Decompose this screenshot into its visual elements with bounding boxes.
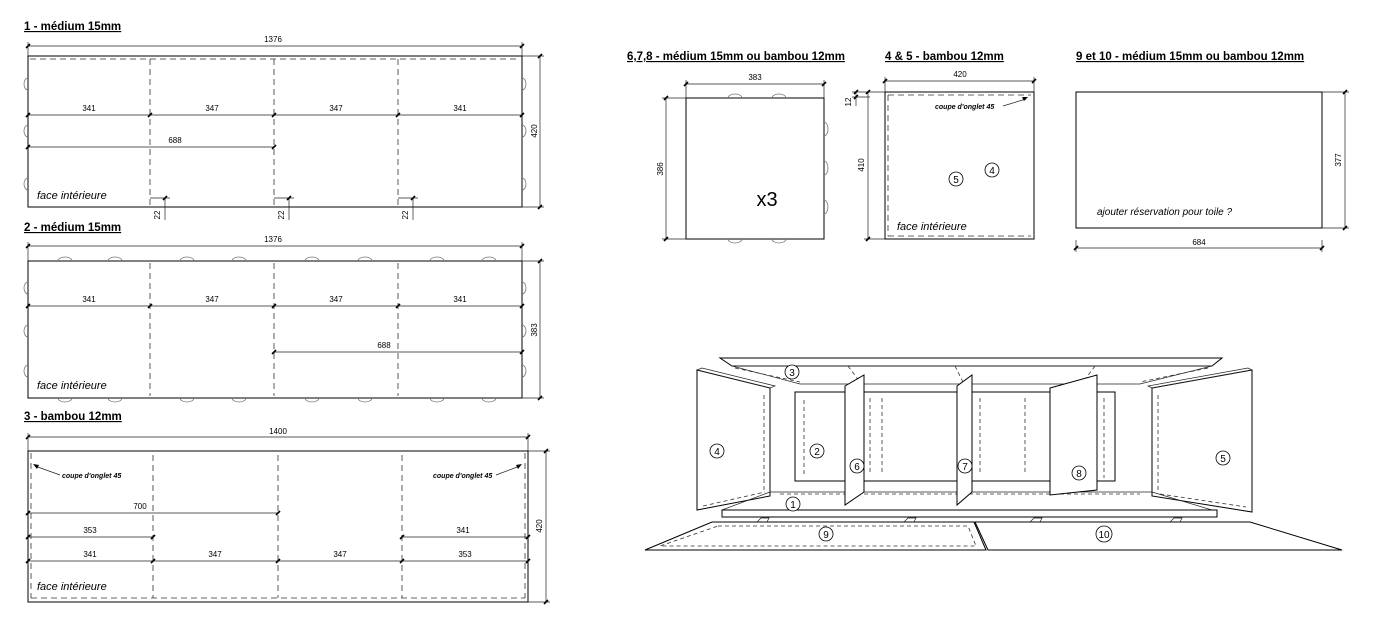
assembly-callout-5-label: 5 — [1220, 454, 1226, 465]
part-2-seg-2: 347 — [205, 295, 219, 304]
assembly-exploded-view: 1 2 3 4 5 6 7 8 9 10 — [644, 357, 1343, 551]
part-45-callout-5-label: 5 — [953, 175, 959, 186]
assembly-panel-10 — [974, 521, 1343, 551]
assembly-callout-2-label: 2 — [814, 447, 820, 458]
part-45-title: 4 & 5 - bambou 12mm — [885, 51, 1004, 63]
part-3-title: 3 - bambou 12mm — [24, 411, 122, 423]
assembly-panel-3-edge — [718, 357, 1224, 367]
part-45-width-label: 420 — [953, 70, 967, 79]
part-678-height-label: 386 — [656, 162, 665, 176]
part-3-note-left: coupe d'onglet 45 — [62, 473, 121, 480]
part-2-seg-1: 341 — [82, 295, 96, 304]
part-45-drawing: 4 & 5 - bambou 12mm 420 coupe d'onglet 4… — [844, 51, 1037, 242]
part-45-outline — [884, 91, 1035, 240]
part-678-drawing: 6,7,8 - médium 15mm ou bambou 12mm 383 3… — [627, 51, 845, 244]
part-45-offset-label: 12 — [844, 97, 853, 106]
assembly-panel-4 — [696, 369, 771, 511]
part-2-seg-3: 347 — [329, 295, 343, 304]
part-910-title: 9 et 10 - médium 15mm ou bambou 12mm — [1076, 51, 1304, 63]
part-3-height-label: 420 — [535, 519, 544, 533]
part-45-callout-5 — [948, 171, 964, 187]
part-3-seg-2: 347 — [208, 550, 222, 559]
part-2-height-label: 383 — [530, 323, 539, 337]
assembly-panel-9 — [644, 521, 987, 551]
part-678-title: 6,7,8 - médium 15mm ou bambou 12mm — [627, 51, 845, 63]
part-3-seg-1: 341 — [83, 550, 97, 559]
part-2-partial-dim: 688 — [377, 341, 391, 350]
part-3-face-label: face intérieure — [37, 581, 107, 593]
part-1-notch-1: 22 — [153, 210, 162, 219]
part-1-partial-dim: 688 — [168, 136, 182, 145]
assembly-callout-2 — [809, 443, 825, 459]
part-3-seg-4: 353 — [458, 550, 472, 559]
part-2-drawing: 2 - médium 15mm 1376 341 347 347 341 688… — [23, 222, 544, 403]
assembly-callout-1-label: 1 — [790, 500, 796, 511]
assembly-panel-1 — [721, 509, 1218, 518]
assembly-callout-5 — [1215, 450, 1231, 466]
part-1-seg-4: 341 — [453, 104, 467, 113]
assembly-callout-10 — [1095, 525, 1113, 543]
part-45-height-label: 410 — [857, 158, 866, 172]
assembly-callout-8-label: 8 — [1076, 469, 1082, 480]
part-3-outline — [27, 450, 529, 603]
assembly-callout-6-label: 6 — [854, 462, 860, 473]
part-2-outline — [27, 260, 523, 399]
assembly-callout-10-label: 10 — [1098, 530, 1110, 541]
assembly-callout-9-label: 9 — [823, 530, 829, 541]
assembly-callout-1 — [785, 496, 801, 512]
part-1-title: 1 - médium 15mm — [24, 21, 121, 33]
part-678-quantity: x3 — [756, 189, 777, 211]
assembly-panel-7 — [956, 374, 973, 507]
assembly-callout-3 — [784, 364, 800, 380]
part-1-height-label: 420 — [530, 124, 539, 138]
assembly-callout-9 — [818, 526, 834, 542]
part-910-outline — [1075, 91, 1323, 229]
part-2-seg-4: 341 — [453, 295, 467, 304]
part-1-outline — [27, 55, 523, 208]
part-1-seg-3: 347 — [329, 104, 343, 113]
part-1-seg-1: 341 — [82, 104, 96, 113]
part-3-drawing: 3 - bambou 12mm 1400 coupe d'onglet 45 c… — [24, 411, 550, 605]
part-1-notch-2: 22 — [277, 210, 286, 219]
part-45-callout-4-label: 4 — [989, 166, 995, 177]
assembly-panel-5 — [1151, 369, 1253, 513]
part-910-width-label: 684 — [1192, 238, 1206, 247]
part-1-width-label: 1376 — [264, 35, 282, 44]
part-1-notch-3: 22 — [401, 210, 410, 219]
part-1-seg-2: 347 — [205, 104, 219, 113]
part-910-height-label: 377 — [1334, 153, 1343, 167]
part-678-outline — [685, 97, 825, 240]
part-3-seg-3: 347 — [333, 550, 347, 559]
part-2-face-label: face intérieure — [37, 380, 107, 392]
assembly-callout-7 — [957, 458, 973, 474]
part-45-face-label: face intérieure — [897, 221, 967, 233]
assembly-callout-8 — [1071, 465, 1087, 481]
part-3-width-label: 1400 — [269, 427, 287, 436]
assembly-callout-4-label: 4 — [714, 447, 720, 458]
part-3-dim-700: 700 — [133, 502, 147, 511]
part-3-dim-341-right: 341 — [456, 526, 470, 535]
part-2-title: 2 - médium 15mm — [24, 222, 121, 234]
part-910-drawing: 9 et 10 - médium 15mm ou bambou 12mm ajo… — [1073, 51, 1349, 252]
part-1-face-label: face intérieure — [37, 190, 107, 202]
part-1-drawing: 1 - médium 15mm 1376 341 347 347 341 688… — [23, 21, 544, 220]
assembly-callout-3-label: 3 — [789, 368, 795, 379]
part-2-width-label: 1376 — [264, 235, 282, 244]
part-45-note: coupe d'onglet 45 — [935, 104, 994, 111]
part-45-callout-4 — [984, 162, 1000, 178]
assembly-panel-8 — [1049, 374, 1098, 496]
assembly-callout-6 — [849, 458, 865, 474]
assembly-callout-4 — [709, 443, 725, 459]
part-3-note-right: coupe d'onglet 45 — [433, 473, 492, 480]
part-678-width-label: 383 — [748, 73, 762, 82]
assembly-panel-6 — [844, 374, 865, 506]
part-3-dim-353-left: 353 — [83, 526, 97, 535]
assembly-callout-7-label: 7 — [962, 462, 968, 473]
part-910-note: ajouter réservation pour toile ? — [1097, 207, 1233, 218]
